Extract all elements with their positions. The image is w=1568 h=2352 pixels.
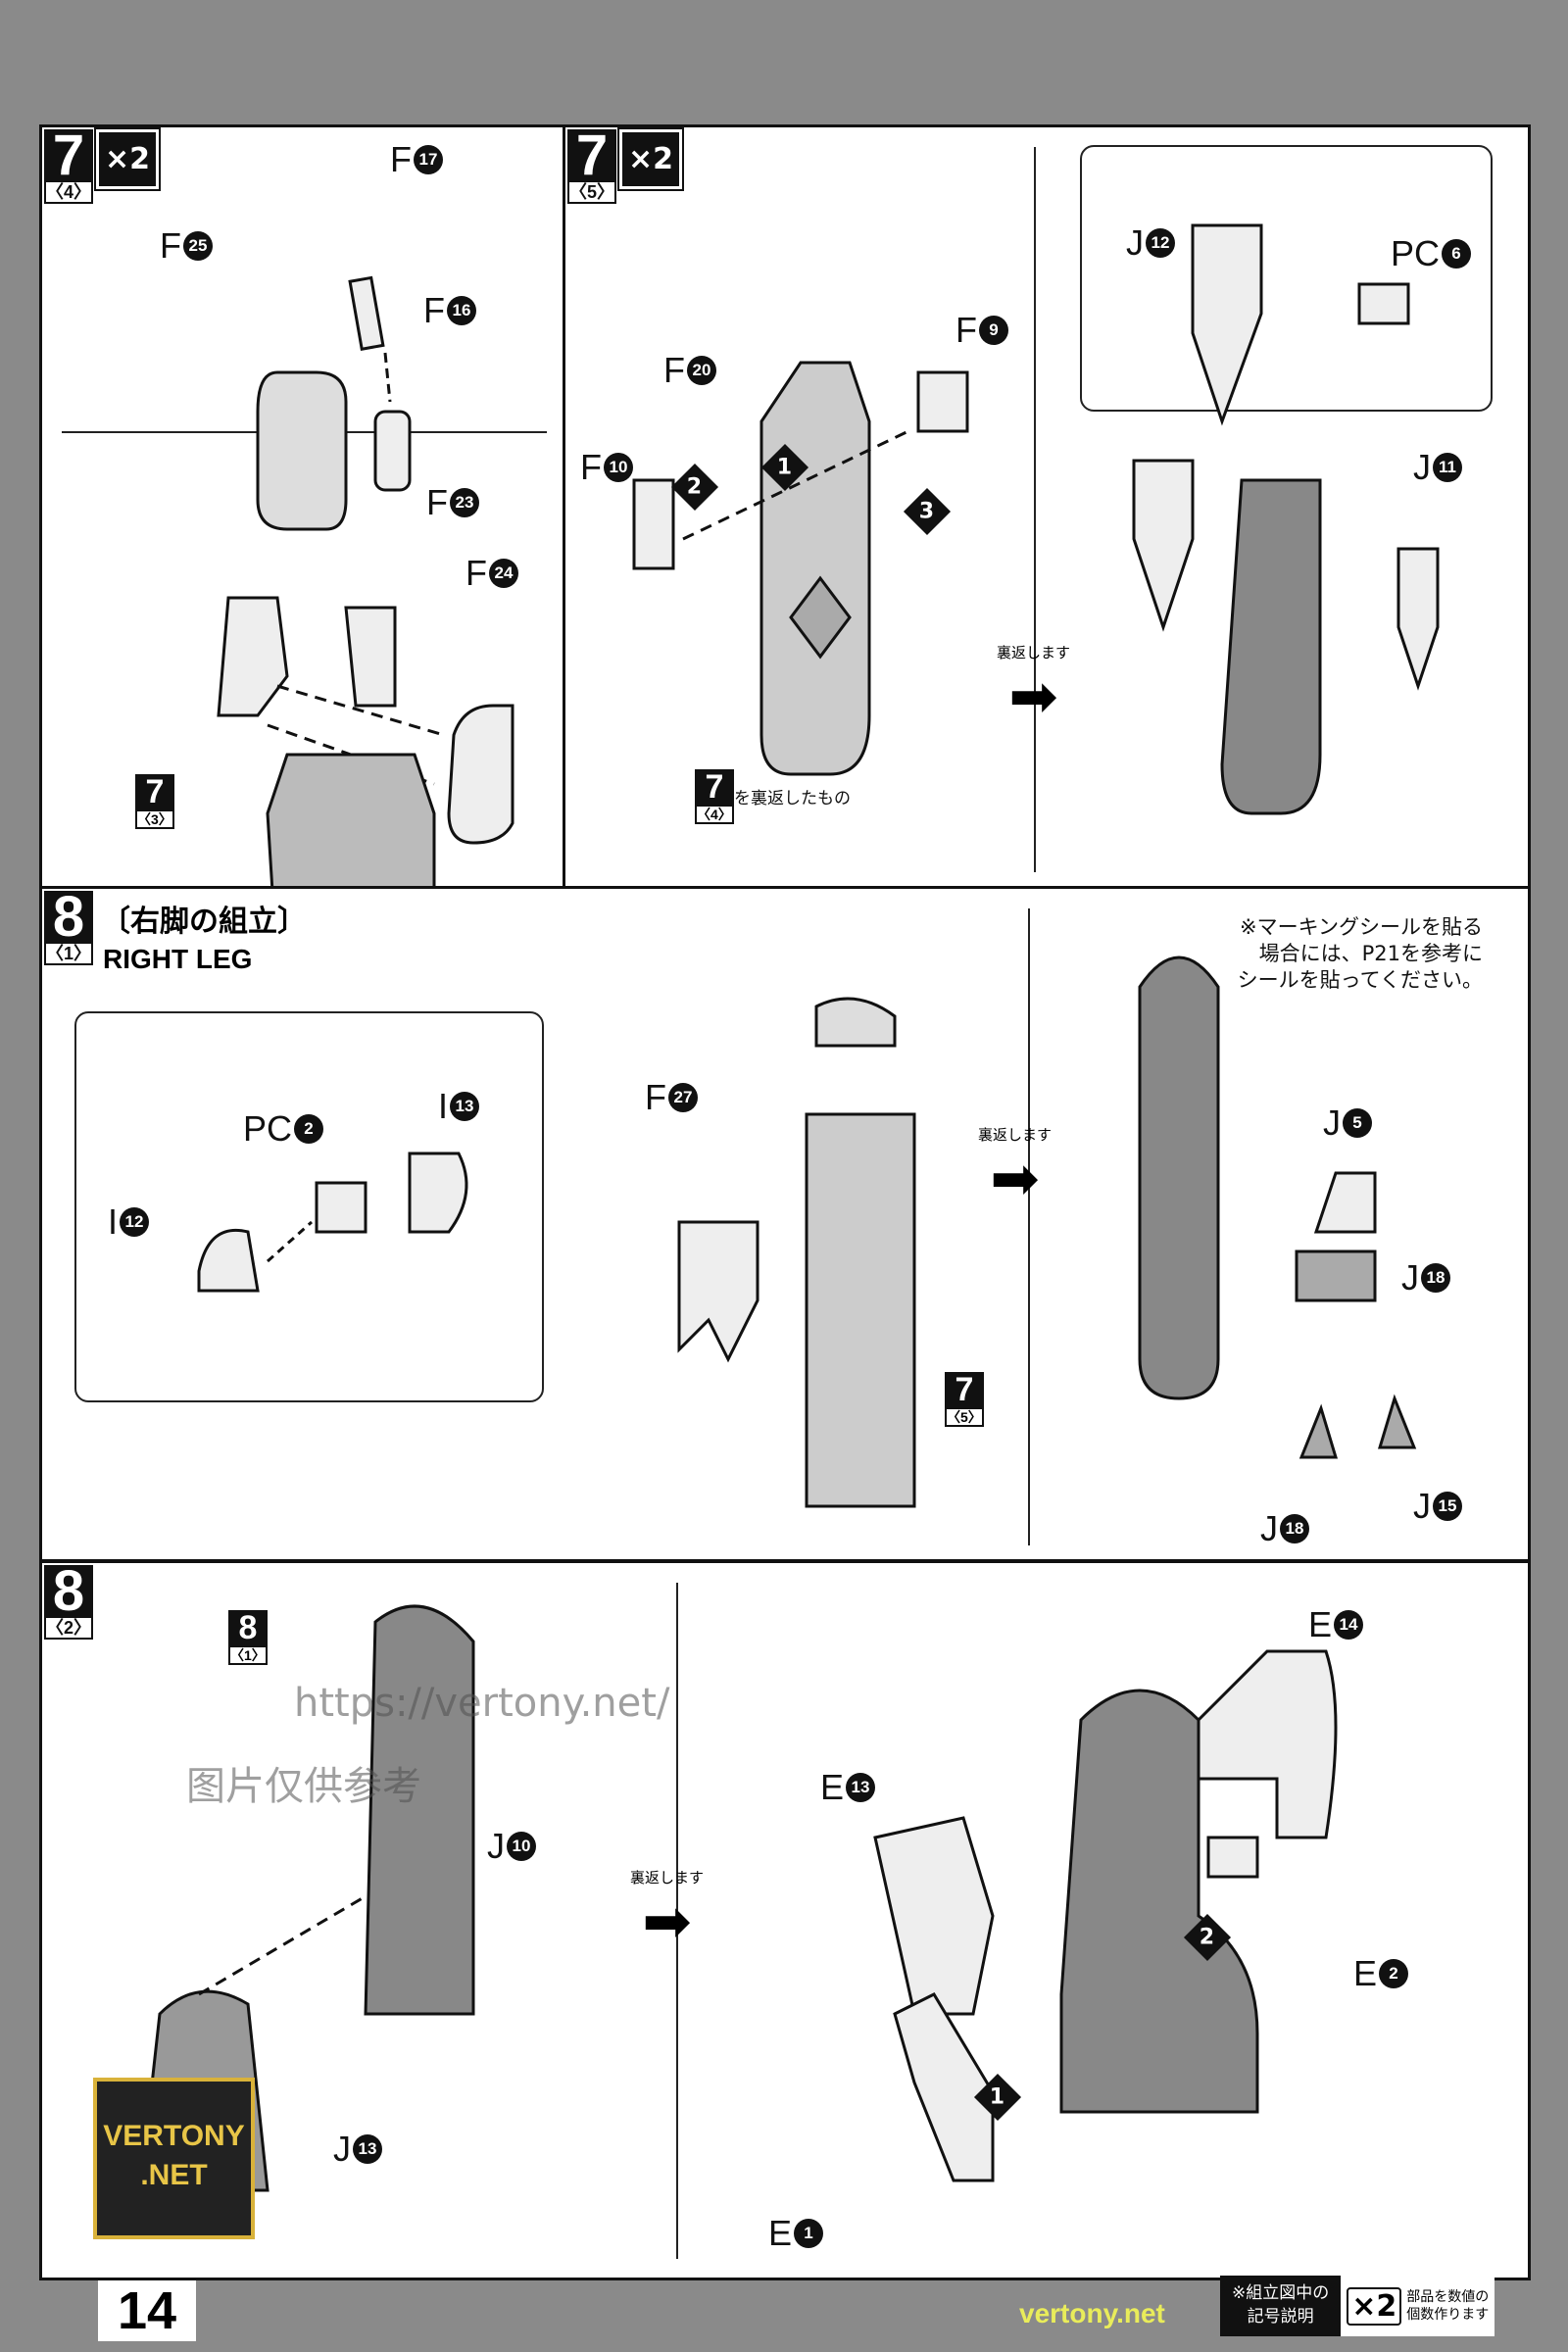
multiplier-symbol: ×2: [1347, 2286, 1402, 2326]
arrow-right-icon: ➡: [990, 1145, 1040, 1213]
step-header: 8〈2〉: [44, 1563, 94, 1640]
step-sub: 〈2〉: [44, 1616, 94, 1640]
divider: [1034, 147, 1036, 872]
watermark-cn: 图片仅供参考: [186, 1764, 421, 1809]
parts-illustration: [197, 1152, 468, 1293]
vertony-logo: VERTONY.NET: [93, 2078, 255, 2239]
step-ref-8-1: 8〈1〉: [228, 1609, 268, 1665]
marking-sticker-note: ※マーキングシールを貼る場合には、P21を参考にシールを貼ってください。: [1237, 915, 1483, 992]
flip-indicator: 裏返します➡: [997, 644, 1071, 731]
step-title-en: RIGHT LEG: [103, 944, 253, 974]
step-marker-3: 3: [903, 487, 952, 536]
parts-illustration: [1138, 956, 1417, 1459]
callout-box: [74, 1011, 544, 1402]
parts-illustration: [873, 1649, 1338, 2182]
step-number: 7: [52, 123, 85, 187]
step-marker-1: 1: [973, 2073, 1022, 2122]
flip-indicator: 裏返します➡: [630, 1869, 705, 1956]
arrow-right-icon: ➡: [1008, 662, 1058, 731]
watermark-site: vertony.net: [1019, 2298, 1165, 2328]
parts-illustration: [632, 361, 969, 776]
step-number: 7: [575, 123, 609, 187]
step-sub: 〈1〉: [44, 942, 94, 965]
callout-box: [1080, 145, 1493, 412]
step-sub: 〈5〉: [567, 180, 617, 204]
step-number: 8: [52, 1559, 85, 1623]
ref-caption: を裏返したもの: [734, 789, 851, 808]
step-header: 8〈1〉: [44, 889, 94, 965]
step-marker-1: 1: [760, 443, 809, 492]
step-sub: 〈4〉: [44, 180, 94, 204]
parts-illustration: [1132, 223, 1440, 815]
page-number: 14: [98, 2280, 196, 2341]
divider: [676, 1583, 678, 2259]
step-marker-2: 2: [670, 463, 719, 512]
step-title-jp: 〔右脚の組立〕: [101, 905, 307, 939]
step-ref-7-4: 7〈4〉: [695, 768, 734, 824]
step-ref-7-5: 7〈5〉: [945, 1371, 984, 1427]
step-ref-7-3: 7〈3〉: [135, 773, 174, 829]
step-header: 7〈5〉 ×2: [567, 127, 685, 204]
watermark-url: https://vertony.net/: [294, 1681, 670, 1726]
step-header: 7〈4〉 ×2: [44, 127, 162, 204]
multiplier-badge: ×2: [94, 127, 162, 191]
multiplier-badge: ×2: [617, 127, 685, 191]
flip-indicator: 裏返します➡: [978, 1126, 1053, 1213]
arrow-right-icon: ➡: [642, 1887, 692, 1956]
step-number: 8: [52, 885, 85, 949]
parts-illustration: [677, 997, 916, 1508]
step-marker-2: 2: [1183, 1913, 1232, 1962]
divider: [1028, 908, 1030, 1545]
